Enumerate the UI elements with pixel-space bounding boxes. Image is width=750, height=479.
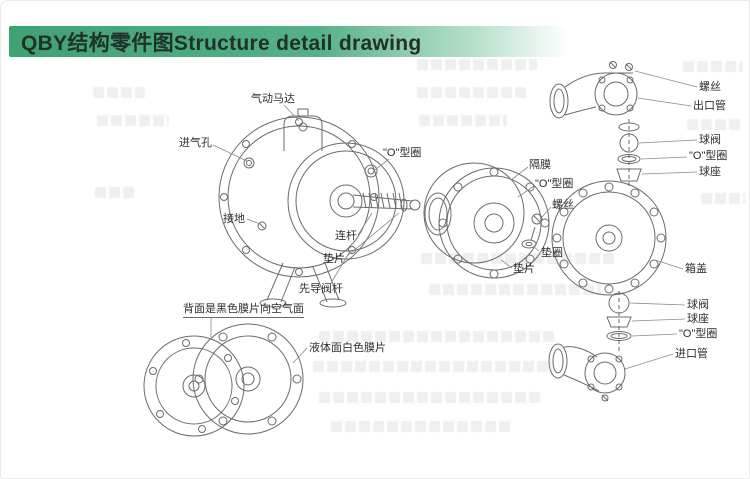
leader-lines [210,70,698,370]
label-screw-right: 螺丝 [699,81,721,93]
label-gasket-left: 垫片 [323,253,345,265]
label-o-ring-bottom-right: "O"型圈 [679,328,718,340]
label-white-diaphragm: 液体面白色膜片 [309,342,386,354]
bleedthrough-text [701,193,745,204]
label-ball-seat-bottom: 球座 [687,313,709,325]
label-pilot-valve-stem: 先导阀杆 [299,283,343,295]
bleedthrough-text [419,115,507,126]
label-gasket-mid: 垫片 [513,263,535,275]
label-o-ring-top-right: "O"型圈 [689,150,728,162]
label-diaphragm: 隔膜 [529,159,551,171]
bleedthrough-text [97,115,169,126]
bleedthrough-text [421,253,616,264]
pump-casing-right [548,61,667,402]
label-grounding: 接地 [223,213,245,225]
label-outlet-pipe: 出口管 [693,100,726,112]
title-bar: QBY结构零件图Structure detail drawing [9,26,569,57]
bleedthrough-text [95,187,137,198]
bleedthrough-text [683,61,743,72]
label-ball-seat-top: 球座 [699,166,721,178]
bleedthrough-text [331,421,513,432]
bleedthrough-text [417,59,537,70]
diaphragm-assembly [423,162,550,279]
bleedthrough-text [687,119,743,130]
page-title: QBY结构零件图Structure detail drawing [21,31,422,55]
bleedthrough-text [93,87,145,98]
label-o-ring-left: "O"型圈 [383,147,422,159]
label-box-cover: 箱盖 [685,263,707,275]
bleedthrough-text [429,284,601,295]
pump-body-left [218,108,421,308]
bleedthrough-text [313,361,553,372]
bleedthrough-text [319,331,554,342]
label-connecting-rod: 连杆 [335,230,357,242]
bleedthrough-text [417,87,529,98]
label-screw-mid: 螺丝 [552,199,574,211]
label-black-diaphragm-note: 背面是黑色膜片向空气面 [183,303,304,318]
label-o-ring-mid: "O"型圈 [535,178,574,190]
diaphragm-plates [143,323,304,437]
label-air-motor: 气动马达 [251,93,295,105]
label-inlet-pipe: 进口管 [675,348,708,360]
label-washer: 垫圈 [541,247,563,259]
bleedthrough-text [319,392,541,403]
label-air-inlet: 进气孔 [179,137,212,149]
label-ball-valve-bottom: 球阀 [687,299,709,311]
label-ball-valve-top: 球阀 [699,134,721,146]
